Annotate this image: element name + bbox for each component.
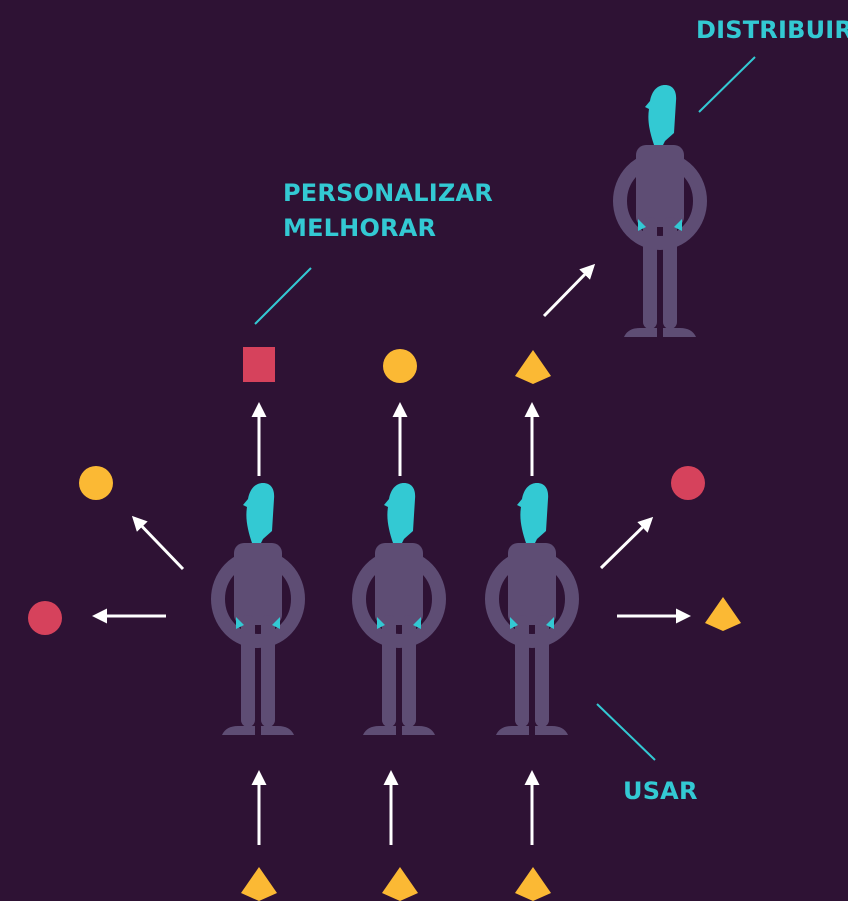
use-leader-line	[596, 703, 656, 761]
distributor-person-icon	[620, 85, 700, 337]
user-person-icon-1	[218, 483, 298, 735]
yellow-circle-shape	[383, 349, 417, 383]
user-person-icon-3	[492, 483, 572, 735]
distribute-leader-line	[698, 56, 756, 113]
triangle-shape-bottom-1	[241, 867, 277, 901]
square-shape	[243, 347, 275, 382]
yellow-circle-shape-left	[79, 466, 113, 500]
improve-label: MELHORAR	[283, 214, 437, 242]
personalize-label: PERSONALIZAR	[283, 179, 493, 207]
red-circle-shape-left	[28, 601, 62, 635]
use-label: USAR	[623, 777, 698, 805]
user-person-icon-2	[359, 483, 439, 735]
triangle-shape	[515, 350, 551, 384]
distribute-label: DISTRIBUIR	[696, 16, 848, 44]
arrow-icon	[131, 515, 185, 571]
triangle-shape-right	[705, 597, 741, 631]
arrow-icon	[542, 263, 596, 318]
triangle-shape-bottom-3	[515, 867, 551, 901]
triangle-shape-bottom-2	[382, 867, 418, 901]
arrow-icon	[599, 516, 654, 570]
personalize-leader-line	[254, 267, 312, 325]
red-circle-shape-right	[671, 466, 705, 500]
